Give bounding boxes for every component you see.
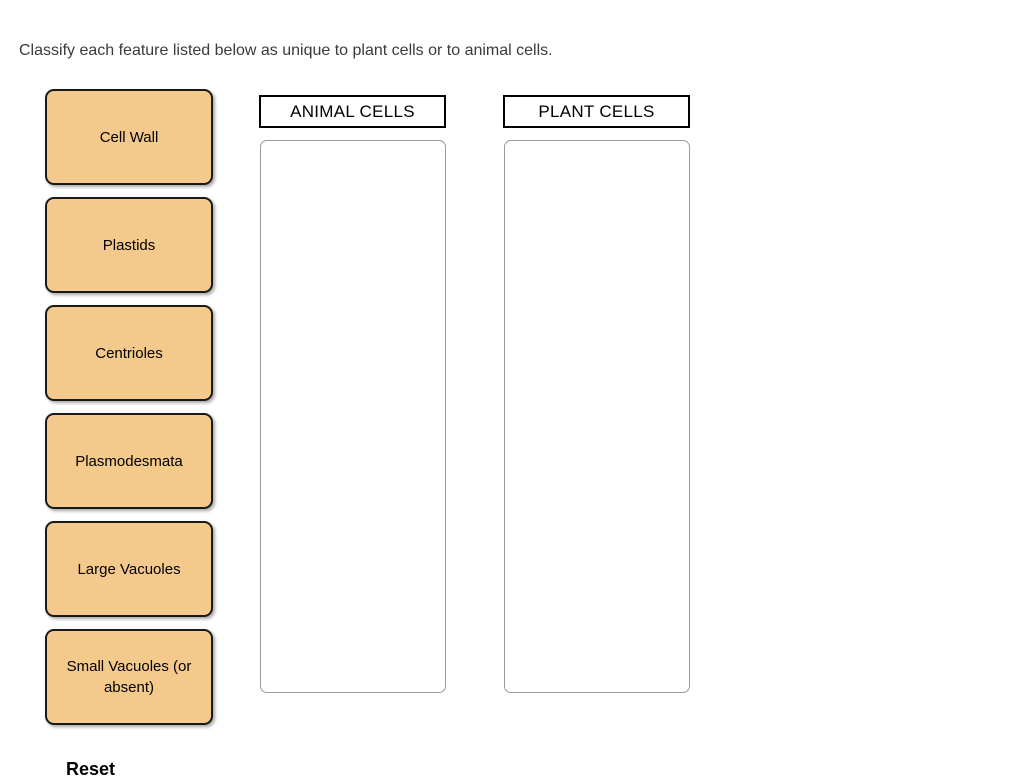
plant-cells-header-label: PLANT CELLS bbox=[538, 101, 655, 121]
plant-cells-dropzone[interactable] bbox=[504, 140, 690, 693]
feature-card-cell-wall[interactable]: Cell Wall bbox=[45, 89, 213, 185]
instructions-text: Classify each feature listed below as un… bbox=[19, 42, 553, 59]
feature-card-label: Small Vacuoles (or absent) bbox=[66, 658, 192, 696]
feature-card-label: Cell Wall bbox=[99, 128, 159, 146]
animal-cells-header-label: ANIMAL CELLS bbox=[290, 101, 415, 121]
feature-card-label: Plasmodesmata bbox=[75, 452, 183, 470]
animal-cells-dropzone[interactable] bbox=[260, 140, 446, 693]
feature-card-large-vacuoles[interactable]: Large Vacuoles bbox=[45, 521, 213, 617]
animal-cells-header: ANIMAL CELLS bbox=[259, 95, 446, 128]
feature-card-label: Centrioles bbox=[95, 344, 163, 362]
reset-button[interactable]: Reset bbox=[66, 759, 116, 779]
feature-card-small-vacuoles[interactable]: Small Vacuoles (or absent) bbox=[45, 629, 213, 725]
plant-cells-header: PLANT CELLS bbox=[503, 95, 690, 128]
feature-card-label: Plastids bbox=[102, 236, 156, 254]
feature-card-label: Large Vacuoles bbox=[77, 560, 181, 578]
feature-card-centrioles[interactable]: Centrioles bbox=[45, 305, 213, 401]
feature-card-plastids[interactable]: Plastids bbox=[45, 197, 213, 293]
feature-card-plasmodesmata[interactable]: Plasmodesmata bbox=[45, 413, 213, 509]
